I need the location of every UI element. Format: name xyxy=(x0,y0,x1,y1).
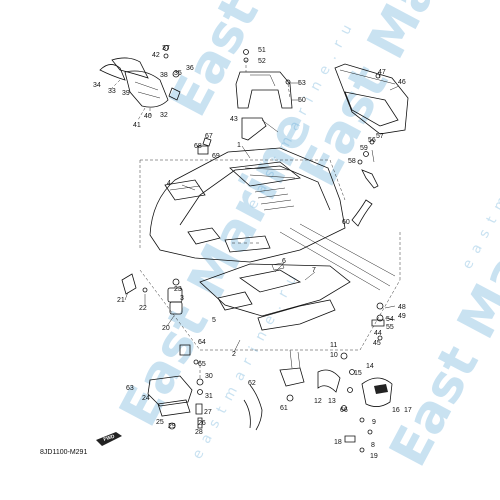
callout-label: 27 xyxy=(204,409,212,416)
fwd-badge: FWD xyxy=(96,432,122,446)
callout-label: 13 xyxy=(328,398,336,405)
callout-label: 29 xyxy=(168,423,176,430)
callout-label: 6 xyxy=(282,258,286,265)
scoop-assembly xyxy=(99,45,181,121)
callout-label: 57 xyxy=(376,133,384,140)
callout-label: 65 xyxy=(198,361,206,368)
callout-label: 67 xyxy=(205,133,213,140)
callout-label: 63 xyxy=(126,385,134,392)
callout-label: 32 xyxy=(160,112,168,119)
left-small-parts xyxy=(121,273,199,365)
fwd-badge-text: FWD xyxy=(103,434,116,443)
callout-label: 16 xyxy=(392,407,400,414)
glove-tray xyxy=(147,360,204,430)
diagram-code: 8JD1100-M291 xyxy=(40,449,88,456)
callout-labels: 1 2 3 4 5 6 7 8 9 10 11 12 13 14 15 16 1… xyxy=(93,45,412,460)
callout-label: 30 xyxy=(205,373,213,380)
callout-label: 7 xyxy=(312,267,316,274)
callout-label: 4 xyxy=(167,180,171,187)
callout-label: 39 xyxy=(122,90,130,97)
callout-label: 44 xyxy=(374,330,382,337)
callout-label: 18 xyxy=(334,439,342,446)
callout-label: 20 xyxy=(162,325,170,332)
cowl-bracket xyxy=(235,49,293,109)
callout-label: 38 xyxy=(160,72,168,79)
windshield xyxy=(334,63,409,135)
callout-label: 60 xyxy=(342,219,350,226)
callout-label: 55 xyxy=(386,324,394,331)
callout-label: 35 xyxy=(174,70,182,77)
callout-label: 49 xyxy=(398,313,406,320)
callout-label: 51 xyxy=(258,47,266,54)
callout-label: 23 xyxy=(174,286,182,293)
callout-label: 66 xyxy=(340,407,348,414)
callout-label: 50 xyxy=(298,97,306,104)
cables xyxy=(243,349,305,431)
main-cowling xyxy=(139,147,346,263)
watermark-brand: East Marine xyxy=(289,0,500,196)
callout-label: 9 xyxy=(372,419,376,426)
callout-label: 58 xyxy=(348,158,356,165)
callout-label: 8 xyxy=(371,442,375,449)
callout-label: 17 xyxy=(404,407,412,414)
callout-label: 34 xyxy=(93,82,101,89)
hinge-parts xyxy=(197,117,279,155)
callout-label: 69 xyxy=(212,153,220,160)
callout-label: 46 xyxy=(398,79,406,86)
callout-label: 21 xyxy=(117,297,125,304)
callout-label: 40 xyxy=(144,113,152,120)
callout-label: 33 xyxy=(108,88,116,95)
callout-label: 56 xyxy=(368,137,376,144)
callout-label: 2 xyxy=(232,351,236,358)
callout-label: 53 xyxy=(298,80,306,87)
callout-label: 10 xyxy=(330,352,338,359)
callout-label: 54 xyxy=(386,316,394,323)
callout-label: 31 xyxy=(205,393,213,400)
latch-parts xyxy=(351,139,379,227)
leader-lines xyxy=(124,71,400,353)
right-side-parts xyxy=(317,302,396,453)
callout-label: 45 xyxy=(373,340,381,347)
callout-label: 3 xyxy=(180,295,184,302)
callout-label: 25 xyxy=(156,419,164,426)
callout-label: 11 xyxy=(330,342,337,349)
callout-label: 43 xyxy=(230,116,238,123)
callout-label: 28 xyxy=(195,429,203,436)
callout-label: 41 xyxy=(133,122,141,129)
callout-label: 52 xyxy=(258,58,266,65)
callout-label: 19 xyxy=(370,453,378,460)
callout-label: 24 xyxy=(142,395,150,402)
callout-label: 42 xyxy=(152,52,160,59)
callout-label: 36 xyxy=(186,65,194,72)
callout-label: 37 xyxy=(162,45,170,52)
callout-label: 47 xyxy=(378,69,386,76)
callout-label: 26 xyxy=(198,420,206,427)
callout-label: 15 xyxy=(354,370,362,377)
callout-label: 68 xyxy=(194,143,202,150)
callout-label: 62 xyxy=(248,380,256,387)
callout-label: 64 xyxy=(198,339,206,346)
callout-label: 22 xyxy=(139,305,147,312)
callout-label: 59 xyxy=(360,145,368,152)
callout-label: 1 xyxy=(237,142,241,149)
callout-label: 14 xyxy=(366,363,374,370)
watermark-brand: East Marine xyxy=(379,141,500,476)
callout-label: 48 xyxy=(398,304,406,311)
callout-label: 12 xyxy=(314,398,322,405)
callout-label: 61 xyxy=(280,405,288,412)
callout-label: 5 xyxy=(212,317,216,324)
